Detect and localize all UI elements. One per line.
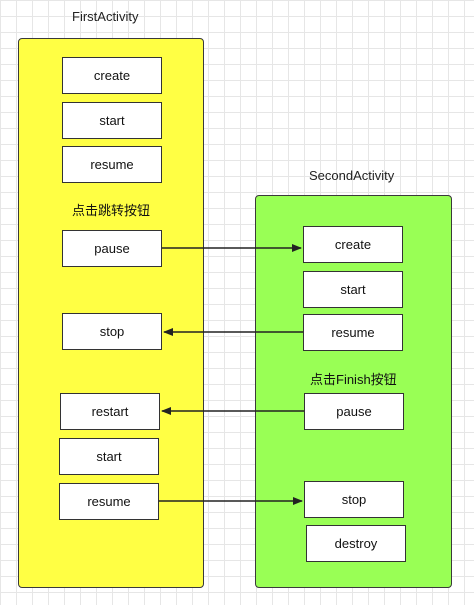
first-resume-step: resume <box>62 146 162 183</box>
second-create-step: create <box>303 226 403 263</box>
first-activity-title: FirstActivity <box>72 9 139 24</box>
first-start-step: start <box>62 102 162 139</box>
first-note: 点击跳转按钮 <box>72 203 151 218</box>
first-create-step: create <box>62 57 162 94</box>
first-pause-step: pause <box>62 230 162 267</box>
second-note: 点击Finish按钮 <box>310 372 397 387</box>
first-restart-step: restart <box>60 393 160 430</box>
first-resume-again-step: resume <box>59 483 159 520</box>
second-activity-title: SecondActivity <box>309 168 395 183</box>
second-start-step: start <box>303 271 403 308</box>
second-resume-step: resume <box>303 314 403 351</box>
second-destroy-step: destroy <box>306 525 406 562</box>
second-stop-step: stop <box>304 481 404 518</box>
first-start-again-step: start <box>59 438 159 475</box>
second-pause-step: pause <box>304 393 404 430</box>
first-stop-step: stop <box>62 313 162 350</box>
